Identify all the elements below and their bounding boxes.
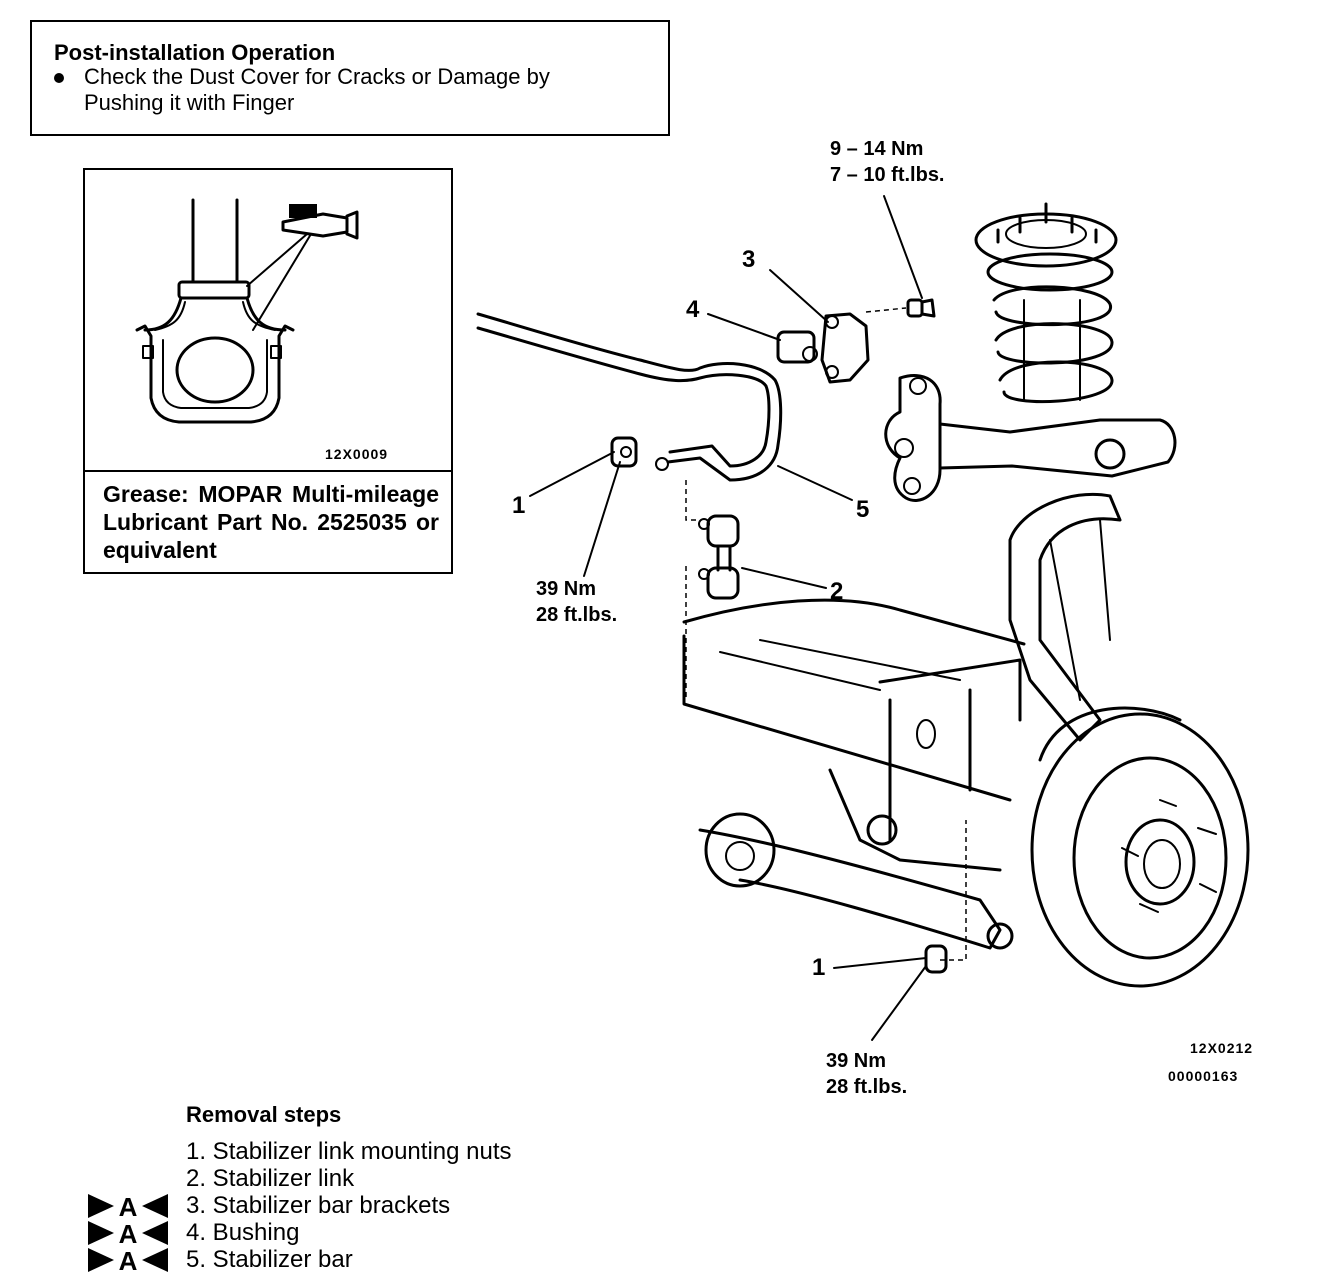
torque-middle-nm: 39 Nm: [536, 578, 597, 600]
figure-code-1: 12X0212: [1190, 1040, 1254, 1056]
grease-note: Grease: MOPAR Multi-mileage Lubricant Pa…: [103, 481, 439, 563]
removal-steps-list: 1. Stabilizer link mounting nuts 2. Stab…: [186, 1138, 512, 1273]
callout-5: 5: [856, 496, 870, 523]
service-marker-icon: A: [88, 1246, 168, 1274]
post-installation-box: Post-installation Operation Check the Du…: [30, 20, 670, 136]
callout-1-upper: 1: [512, 492, 526, 519]
removal-step: 1. Stabilizer link mounting nuts: [186, 1138, 512, 1165]
callout-3: 3: [742, 246, 756, 273]
torque-middle-ft: 28 ft.lbs.: [536, 604, 618, 626]
inset-divider: [85, 470, 451, 472]
service-marker-letter: A: [119, 1219, 138, 1247]
callout-4: 4: [686, 296, 700, 323]
torque-top: 9 – 14 Nm 7 – 10 ft.lbs.: [830, 136, 945, 188]
post-installation-title: Post-installation Operation: [54, 40, 336, 65]
service-marker-letter: A: [119, 1246, 138, 1274]
figure-code-2: 00000163: [1168, 1068, 1239, 1084]
suspension-exploded-diagram: [476, 195, 1250, 1041]
post-installation-text2: Pushing it with Finger: [84, 90, 295, 115]
service-marker-letter: A: [119, 1192, 138, 1220]
service-marker-icon: A: [88, 1192, 168, 1220]
torque-bottom: 39 Nm 28 ft.lbs.: [826, 1048, 907, 1100]
removal-steps-title: Removal steps: [186, 1102, 342, 1127]
torque-middle: 39 Nm 28 ft.lbs.: [536, 576, 617, 628]
service-marker-icon: A: [88, 1219, 168, 1247]
removal-step: 2. Stabilizer link: [186, 1165, 355, 1192]
callout-1-lower: 1: [812, 954, 826, 981]
post-installation-text1: Check the Dust Cover for Cracks or Damag…: [84, 64, 550, 89]
grease-inset-box: 12X0009 Grease: MOPAR Multi-mileage Lubr…: [83, 168, 453, 574]
torque-top-ft: 7 – 10 ft.lbs.: [830, 164, 945, 186]
ball-joint-illustration: [135, 198, 359, 424]
torque-top-nm: 9 – 14 Nm: [830, 138, 924, 160]
removal-step: 3. Stabilizer bar brackets: [186, 1192, 451, 1219]
bullet-icon: [54, 73, 64, 84]
inset-figure-code: 12X0009: [325, 446, 389, 462]
post-installation-line1: Check the Dust Cover for Cracks or Damag…: [54, 64, 550, 89]
callout-2: 2: [830, 578, 844, 605]
removal-step: 4. Bushing: [186, 1219, 300, 1246]
torque-bottom-nm: 39 Nm: [826, 1050, 887, 1072]
torque-bottom-ft: 28 ft.lbs.: [826, 1076, 908, 1098]
removal-step: 5. Stabilizer bar: [186, 1246, 353, 1273]
